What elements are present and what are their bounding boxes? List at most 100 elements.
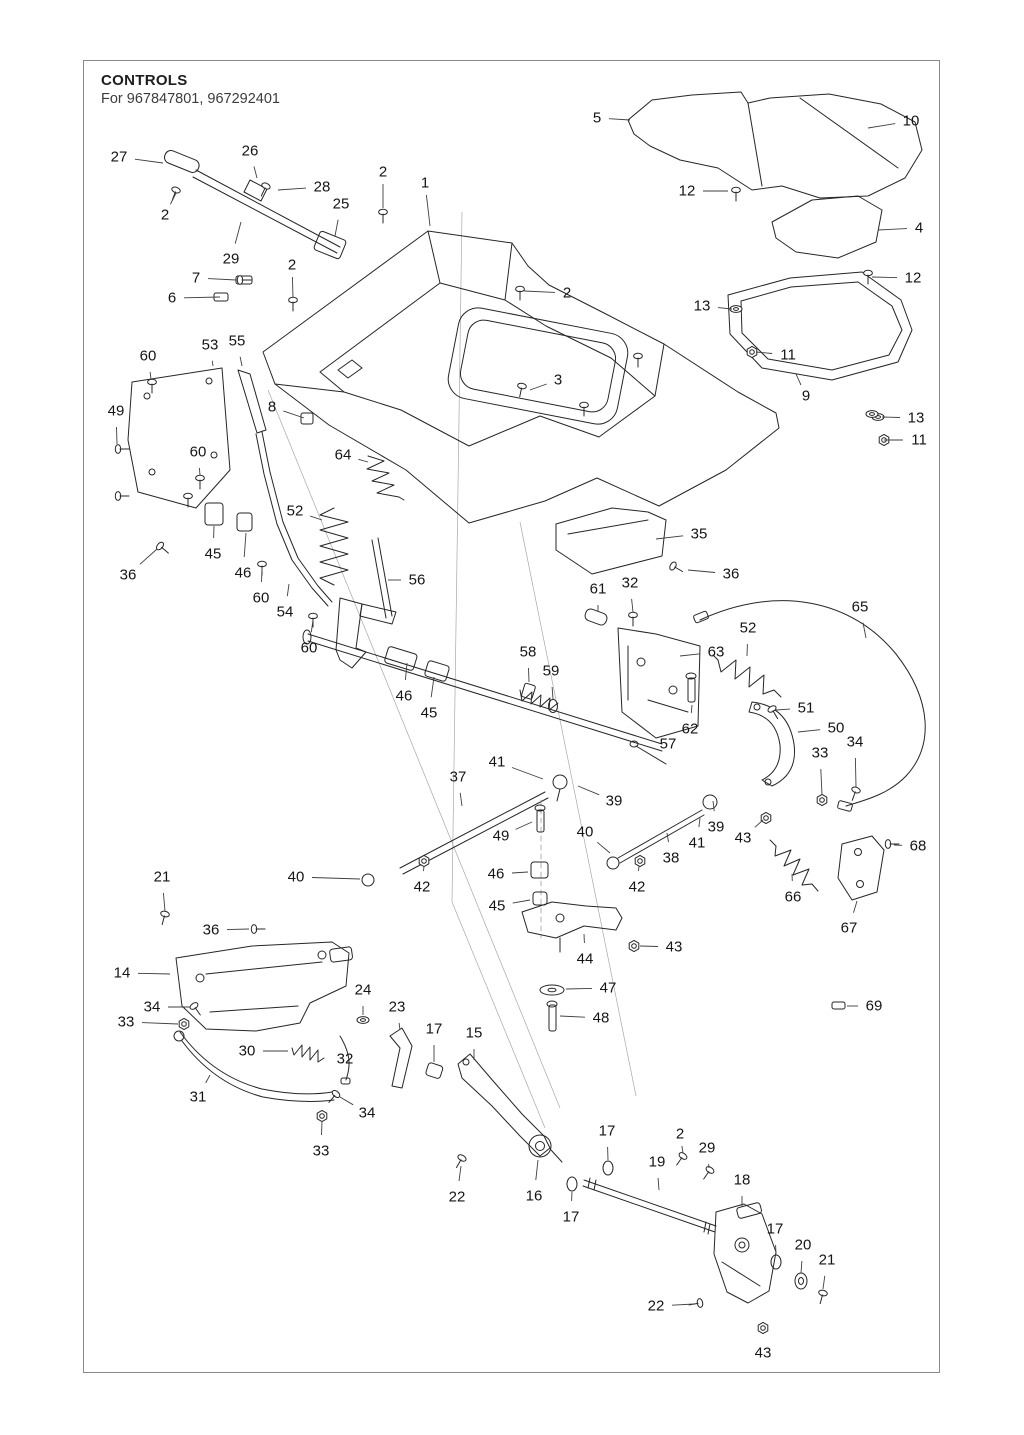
- diagram-header: CONTROLS For 967847801, 967292401: [101, 72, 280, 107]
- callout-17-93: 17: [562, 1208, 580, 1226]
- callout-53-19: 53: [201, 336, 219, 354]
- callout-37-56: 37: [449, 768, 467, 786]
- callout-68-64: 68: [909, 837, 927, 855]
- callout-1-5: 1: [420, 174, 430, 192]
- callout-55-20: 55: [228, 332, 246, 350]
- clutch-spring-and-bracket: [712, 654, 796, 787]
- callout-19-97: 19: [648, 1153, 666, 1171]
- callout-60-37: 60: [252, 589, 270, 607]
- shift-lever-assembly: [204, 369, 405, 619]
- callout-17-81: 17: [425, 1020, 443, 1038]
- callout-42-65: 42: [413, 878, 431, 896]
- callout-2-4: 2: [378, 163, 388, 181]
- callout-36-33: 36: [119, 566, 137, 584]
- callout-10-1: 10: [902, 112, 920, 130]
- callout-8-24: 8: [267, 398, 277, 416]
- cross-shaft-assembly: [302, 597, 663, 752]
- callout-32-40: 32: [621, 574, 639, 592]
- callout-47-88: 47: [599, 979, 617, 997]
- linkage-stack: [521, 799, 846, 1032]
- callout-14-74: 14: [113, 964, 131, 982]
- callout-22-91: 22: [448, 1188, 466, 1206]
- callout-60-18: 60: [139, 347, 157, 365]
- seat-gasket: [447, 307, 629, 425]
- callout-61-39: 61: [589, 580, 607, 598]
- callout-65-41: 65: [851, 598, 869, 616]
- callout-52-42: 52: [739, 619, 757, 637]
- brake-lever: [457, 1053, 614, 1192]
- callout-69-90: 69: [865, 997, 883, 1015]
- callout-20-100: 20: [794, 1236, 812, 1254]
- callout-12-13: 12: [904, 269, 922, 287]
- callout-35-35: 35: [690, 525, 708, 543]
- callout-39-57: 39: [605, 792, 623, 810]
- callout-2-12: 2: [287, 256, 297, 274]
- callout-43-103: 43: [754, 1344, 772, 1362]
- callout-11-27: 11: [911, 431, 927, 449]
- callout-7-14: 7: [191, 269, 201, 287]
- callout-52-30: 52: [286, 502, 304, 520]
- callout-29-11: 29: [222, 250, 240, 268]
- callout-12-7: 12: [678, 182, 696, 200]
- callout-15-82: 15: [465, 1024, 483, 1042]
- main-frame-outline: [262, 230, 780, 524]
- hand-lever-assembly: [163, 150, 347, 302]
- callout-23-78: 23: [388, 998, 406, 1016]
- callout-2-95: 2: [675, 1125, 685, 1143]
- tie-rod-rear: [606, 794, 718, 870]
- callout-5-0: 5: [592, 109, 602, 127]
- callout-17-94: 17: [598, 1122, 616, 1140]
- callout-30-79: 30: [238, 1042, 256, 1060]
- diagram-subtitle: For 967847801, 967292401: [101, 91, 280, 107]
- callout-50-50: 50: [827, 719, 845, 737]
- callout-48-89: 48: [592, 1009, 610, 1027]
- callout-41-55: 41: [488, 753, 506, 771]
- callout-42-69: 42: [628, 878, 646, 896]
- callout-64-29: 64: [334, 446, 352, 464]
- callout-16-92: 16: [525, 1187, 543, 1205]
- callout-25-8: 25: [332, 195, 350, 213]
- callout-43-63: 43: [734, 829, 752, 847]
- callout-63-43: 63: [707, 643, 725, 661]
- mount-plate: [127, 367, 231, 509]
- callout-36-36: 36: [722, 565, 740, 583]
- callout-2-9: 2: [160, 206, 170, 224]
- leader-lines: [116, 118, 908, 1306]
- callout-17-99: 17: [766, 1220, 784, 1238]
- callout-59-46: 59: [542, 662, 560, 680]
- callout-51-49: 51: [797, 699, 815, 717]
- callout-3-22: 3: [553, 371, 563, 389]
- callout-62-51: 62: [681, 720, 699, 738]
- callout-26-3: 26: [241, 142, 259, 160]
- parking-brake-bracket: [173, 941, 444, 1102]
- callout-36-73: 36: [202, 921, 220, 939]
- callout-66-70: 66: [784, 888, 802, 906]
- callout-4-10: 4: [914, 219, 924, 237]
- callout-28-6: 28: [313, 178, 331, 196]
- floor-mats: [627, 91, 923, 381]
- callout-58-45: 58: [519, 643, 537, 661]
- callout-39-62: 39: [707, 818, 725, 836]
- callout-45-31: 45: [204, 545, 222, 563]
- callout-34-53: 34: [846, 733, 864, 751]
- callout-57-52: 57: [659, 735, 677, 753]
- callout-32-80: 32: [336, 1050, 354, 1068]
- callout-46-66: 46: [487, 865, 505, 883]
- callout-54-38: 54: [276, 603, 294, 621]
- cable-bracket: [837, 835, 885, 901]
- callout-46-32: 46: [234, 564, 252, 582]
- diagram-title: CONTROLS: [101, 72, 188, 89]
- brake-pedal: [713, 1202, 808, 1304]
- callout-45-67: 45: [488, 897, 506, 915]
- callout-41-61: 41: [688, 834, 706, 852]
- tension-spring: [769, 839, 819, 892]
- pedal-rod: [582, 1177, 717, 1235]
- callout-33-76: 33: [117, 1013, 135, 1031]
- callout-27-2: 27: [110, 148, 128, 166]
- callout-2-15: 2: [562, 284, 572, 302]
- callout-44-87: 44: [576, 950, 594, 968]
- callout-6-16: 6: [167, 289, 177, 307]
- callout-21-101: 21: [818, 1251, 836, 1269]
- control-bracket: [584, 608, 701, 765]
